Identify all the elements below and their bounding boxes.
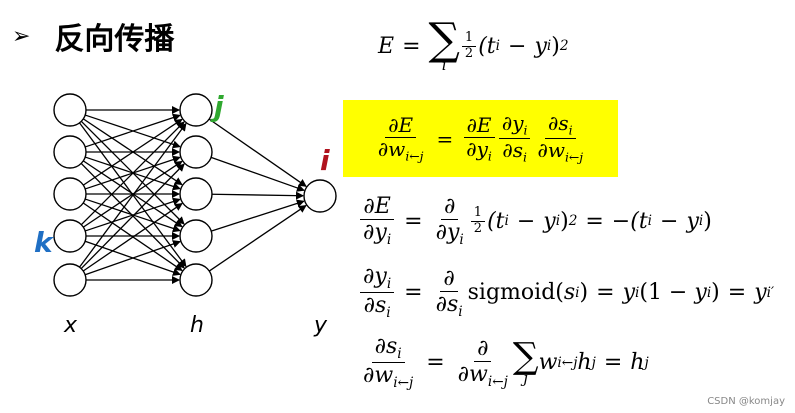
input-node-3: [53, 219, 87, 253]
hidden-node-0: [179, 93, 213, 127]
edge-hidden-4-output: [208, 204, 307, 272]
edge-hidden-1-output: [210, 156, 305, 192]
equation-chain-rule-highlight: ∂E∂wi←j = ∂E∂yi ∂yi∂si ∂si∂wi←j: [343, 100, 618, 177]
hidden-node-2: [179, 177, 213, 211]
input-node-1: [53, 135, 87, 169]
sum-symbol: ∑i: [428, 14, 460, 75]
network-edges: [79, 106, 307, 284]
slide-title-text: 反向传播: [54, 22, 175, 57]
edge-input-4-hidden-3: [84, 240, 181, 276]
edge-input-4-hidden-0: [79, 122, 187, 268]
edge-input-4-hidden-1: [80, 163, 185, 270]
hidden-node-1: [179, 135, 213, 169]
edge-input-3-hidden-0: [80, 121, 185, 226]
edge-input-1-hidden-0: [84, 113, 181, 148]
edge-hidden-3-output: [211, 199, 305, 232]
hidden-node-4: [179, 263, 213, 297]
sum-symbol: ∑j: [512, 335, 539, 387]
input-node-0: [53, 93, 87, 127]
layer-label-y: y: [313, 313, 328, 338]
output-node: [303, 179, 337, 213]
input-node-4: [53, 263, 87, 297]
edge-input-2-hidden-0: [82, 118, 183, 186]
slide-title: ➢ 反向传播: [12, 14, 174, 58]
node-label-j: j: [210, 90, 224, 123]
layer-label-x: x: [63, 313, 78, 338]
layer-label-h: h: [190, 313, 204, 338]
edge-hidden-0-output: [208, 118, 307, 187]
edge-input-3-hidden-2: [84, 197, 181, 232]
network-nodes: [53, 93, 337, 297]
node-label-k: k: [34, 226, 55, 259]
arrow-bullet-icon: ➢: [12, 23, 31, 49]
watermark: CSDN @komjay: [707, 396, 785, 407]
input-node-2: [53, 177, 87, 211]
hidden-node-3: [179, 219, 213, 253]
edge-input-3-hidden-1: [82, 160, 183, 228]
edge-input-4-hidden-2: [82, 203, 183, 272]
edge-hidden-2-output: [211, 191, 305, 200]
node-label-i: i: [320, 144, 330, 177]
